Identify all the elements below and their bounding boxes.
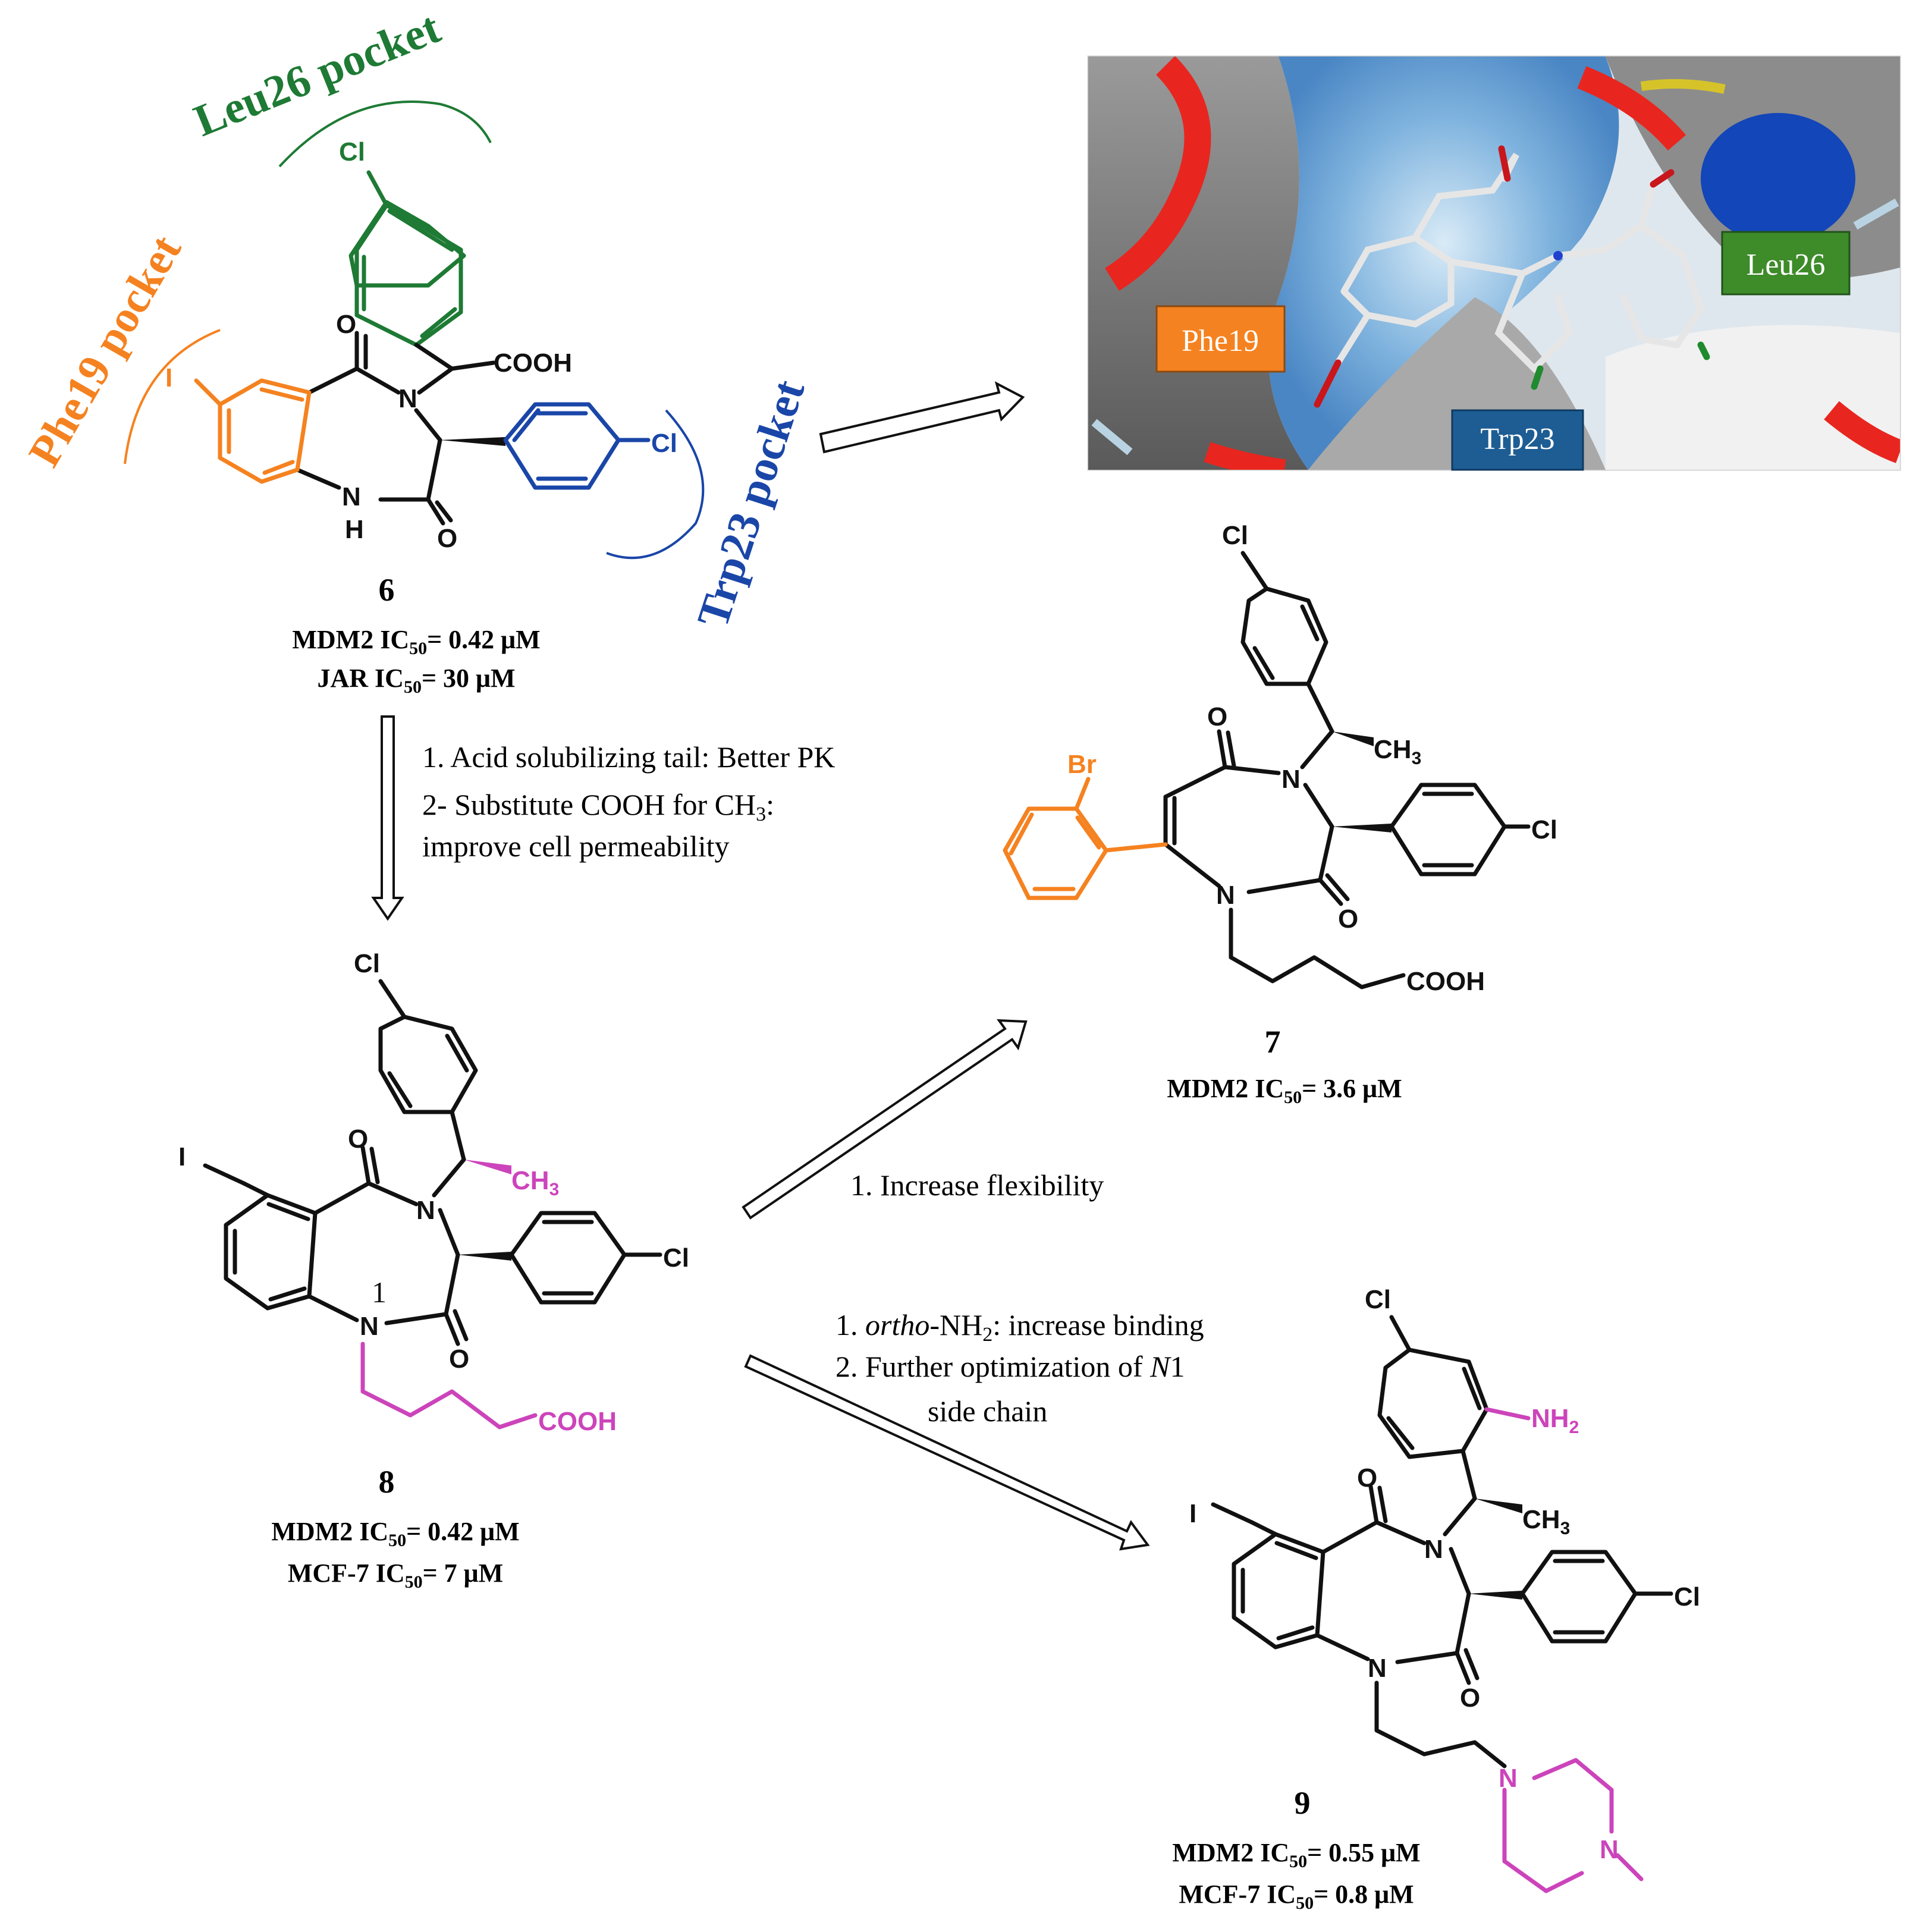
docked-ligand-sticks — [1334, 152, 1705, 373]
n-atom-7a: N — [1281, 765, 1301, 794]
phe19-pocket-box-label: Phe19 — [1182, 324, 1259, 358]
ch3-9: CH3 — [1522, 1505, 1570, 1538]
o-atom-6b: O — [437, 524, 457, 553]
leu26-pocket-box-label: Leu26 — [1747, 248, 1826, 282]
i-atom-6: I — [165, 363, 172, 392]
arrow-6-to-8 — [371, 715, 404, 921]
compound-6-label: 6 MDM2 IC50= 0.42 μM JAR IC50= 30 μM — [292, 572, 540, 697]
arrow-8-to-9 — [744, 1354, 1150, 1551]
o-atom-7a: O — [1207, 702, 1227, 731]
phe19-pocket-box — [1155, 305, 1286, 373]
compound-9-mcf7-ic50: MCF-7 IC50= 0.8 μM — [1179, 1880, 1414, 1913]
compound-9-mdm2-ic50: MDM2 IC50= 0.55 μM — [1172, 1838, 1420, 1871]
n-atom-6a: N — [398, 384, 417, 413]
cl-atom-6a: Cl — [339, 137, 365, 167]
cl-atom-9a: Cl — [1365, 1285, 1391, 1314]
arrows — [371, 381, 1150, 1551]
cl-atom-9b: Cl — [1674, 1582, 1700, 1611]
step-8-9-line1: 1. ortho-NH2: increase binding — [835, 1308, 1204, 1346]
br-atom-7: Br — [1067, 750, 1097, 779]
compound-9-id: 9 — [1295, 1785, 1311, 1821]
compound-7-mdm2-ic50: MDM2 IC50= 3.6 μM — [1167, 1074, 1402, 1107]
nh-atom-6: N — [342, 482, 361, 511]
compound-8-id: 8 — [379, 1464, 395, 1500]
compound-7-id: 7 — [1265, 1024, 1281, 1060]
step-6-8-line2: 2- Substitute COOH for CH3: — [422, 788, 774, 825]
o-atom-8b: O — [449, 1344, 469, 1374]
arrow-8-to-7 — [742, 1019, 1028, 1220]
compound-8-label: 8 MDM2 IC50= 0.42 μM MCF-7 IC50= 7 μM — [271, 1464, 519, 1592]
ch3-8: CH3 — [511, 1166, 559, 1199]
o-atom-8a: O — [348, 1124, 368, 1154]
phe19-pocket-annotation: Phe19 pocket — [19, 227, 221, 475]
trp23-chlorophenyl-ring — [503, 402, 651, 490]
cl-atom-8b: Cl — [663, 1243, 689, 1273]
step-6-8-line3: improve cell permeability — [422, 830, 729, 863]
phe19-iodophenyl-ring — [194, 378, 312, 484]
compound-8-structure: Cl CH3 N O I 1 N O — [178, 949, 689, 1436]
trp23-pocket-label: Trp23 pocket — [687, 374, 814, 633]
n-atom-9d: N — [1600, 1835, 1619, 1864]
compound-8-mcf7-ic50: MCF-7 IC50= 7 μM — [288, 1559, 503, 1592]
n-atom-8a: N — [416, 1196, 435, 1225]
cl-atom-8a: Cl — [354, 949, 380, 978]
leu26-pocket-box — [1721, 231, 1851, 296]
arrow-6-to-docking — [819, 381, 1025, 454]
methylpiperazine-9 — [1502, 1758, 1644, 1893]
trp23-pocket-box — [1451, 409, 1584, 471]
cl-atom-7a: Cl — [1222, 521, 1248, 550]
compound-7-label: 7 MDM2 IC50= 3.6 μM — [1167, 1024, 1402, 1107]
compound-9-structure: Cl NH2 CH3 N O I N O — [1189, 1285, 1700, 1893]
cooh-7: COOH — [1406, 967, 1485, 996]
step-8-to-9: 1. ortho-NH2: increase binding 2. Furthe… — [835, 1308, 1204, 1428]
cl-atom-7b: Cl — [1531, 815, 1557, 844]
o-atom-7b: O — [1338, 904, 1358, 934]
n-atom-9a: N — [1424, 1535, 1443, 1564]
leu26-pocket-label: Leu26 pocket — [187, 2, 447, 146]
i-atom-9: I — [1189, 1499, 1196, 1528]
compound-9-label: 9 MDM2 IC50= 0.55 μM MCF-7 IC50= 0.8 μM — [1172, 1785, 1420, 1913]
docking-pose-panel: Phe19 Trp23 Leu26 — [1087, 55, 1901, 471]
step-6-to-8: 1. Acid solubilizing tail: Better PK 2- … — [422, 740, 835, 863]
nh-h-6: H — [345, 515, 364, 544]
step-8-9-line3: side chain — [928, 1394, 1047, 1428]
step-8-7-line1: 1. Increase flexibility — [850, 1168, 1104, 1202]
trp23-pocket-annotation: Trp23 pocket — [606, 374, 814, 633]
cooh-8: COOH — [538, 1407, 617, 1436]
compound-6-jar-ic50: JAR IC50= 30 μM — [318, 664, 516, 697]
step-8-9-line2: 2. Further optimization of N1 — [835, 1350, 1185, 1383]
bromophenyl-ring-7 — [1003, 777, 1168, 900]
step-8-to-7: 1. Increase flexibility — [850, 1168, 1104, 1202]
cl-atom-6b: Cl — [651, 429, 677, 458]
n-atom-8b: N — [360, 1312, 379, 1341]
compound-6-structure: Cl COOH N O O N H I — [165, 137, 677, 553]
nh2-9: NH2 — [1531, 1404, 1579, 1437]
n-atom-9b: N — [1368, 1654, 1387, 1683]
compound-6-id: 6 — [379, 572, 395, 608]
compound-6-mdm2-ic50: MDM2 IC50= 0.42 μM — [292, 625, 540, 658]
cooh-6: COOH — [494, 348, 572, 378]
compound-7-structure: Cl CH3 N O N O Cl COOH — [1003, 521, 1557, 996]
n-atom-9c: N — [1499, 1764, 1518, 1793]
trp23-pocket-box-label: Trp23 — [1480, 422, 1554, 456]
i-atom-8: I — [178, 1142, 186, 1171]
n1-position-label: 1 — [372, 1276, 387, 1309]
leu26-chlorophenyl-ring — [348, 170, 466, 347]
n-atom-7b: N — [1216, 881, 1235, 910]
step-6-8-line1: 1. Acid solubilizing tail: Better PK — [422, 740, 835, 774]
o-atom-9a: O — [1357, 1463, 1377, 1493]
ch3-7: CH3 — [1374, 735, 1421, 768]
o-atom-9b: O — [1460, 1683, 1480, 1713]
o-atom-6a: O — [336, 310, 356, 339]
phe19-pocket-label: Phe19 pocket — [19, 227, 191, 475]
compound-8-mdm2-ic50: MDM2 IC50= 0.42 μM — [271, 1517, 519, 1550]
